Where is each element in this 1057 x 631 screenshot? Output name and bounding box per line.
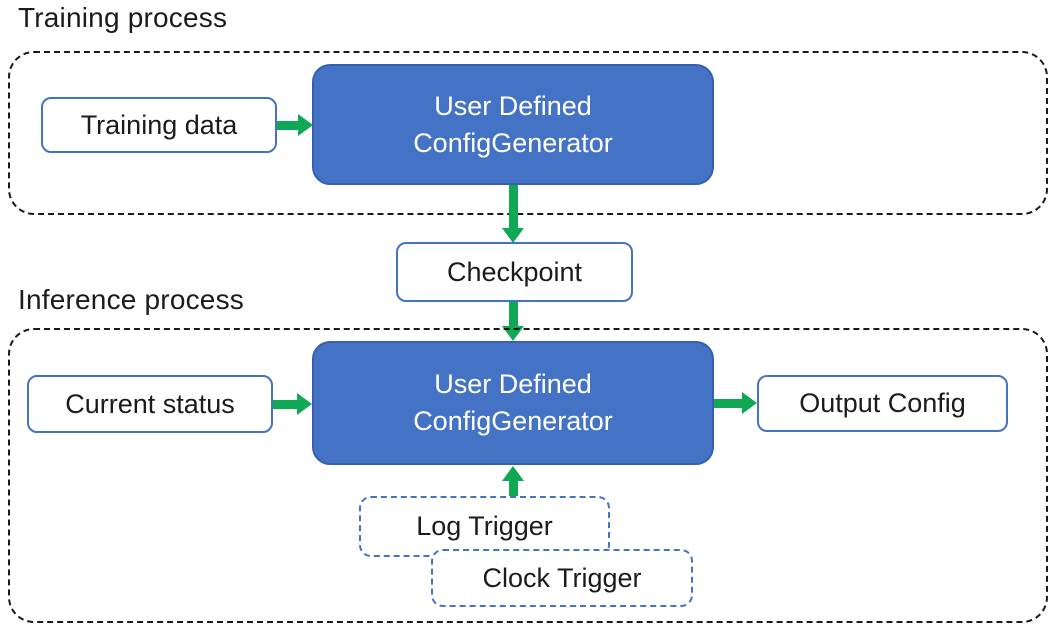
arrow-shaft — [273, 399, 297, 409]
inference-process-container — [8, 328, 1048, 623]
checkpoint-node: Checkpoint — [396, 242, 633, 302]
arrow-head — [502, 466, 524, 481]
arrow-shaft — [508, 481, 518, 497]
arrow-right-icon — [273, 393, 312, 415]
arrow-right-icon — [277, 114, 313, 136]
arrow-head — [502, 228, 524, 243]
node-label-line2: ConfigGenerator — [413, 406, 613, 436]
arrow-shaft — [714, 398, 742, 408]
node-label-line1: User Defined — [434, 90, 592, 121]
node-label-line1: User Defined — [434, 369, 592, 399]
current-status-node: Current status — [27, 375, 273, 433]
training-process-label: Training process — [18, 2, 228, 33]
arrow-shaft — [508, 185, 518, 228]
clock-trigger-node: Clock Trigger — [431, 549, 693, 607]
arrow-up-icon — [502, 466, 524, 497]
training-config-generator-node: User Defined ConfigGenerator — [312, 64, 714, 185]
inference-config-generator-node: User Defined ConfigGenerator — [312, 341, 714, 465]
arrow-shaft — [508, 302, 518, 326]
arrow-shaft — [277, 120, 298, 130]
arrow-head — [297, 393, 312, 415]
arrow-head — [298, 114, 313, 136]
node-label-line2: ConfigGenerator — [413, 127, 613, 158]
arrow-right-icon — [714, 392, 757, 414]
log-trigger-node: Log Trigger — [359, 496, 610, 557]
training-process-container — [8, 51, 1048, 215]
training-data-node: Training data — [41, 97, 277, 153]
inference-process-label: Inference process — [18, 284, 244, 315]
output-config-node: Output Config — [757, 375, 1008, 432]
arrow-down-icon — [502, 185, 524, 243]
arrow-head — [742, 392, 757, 414]
